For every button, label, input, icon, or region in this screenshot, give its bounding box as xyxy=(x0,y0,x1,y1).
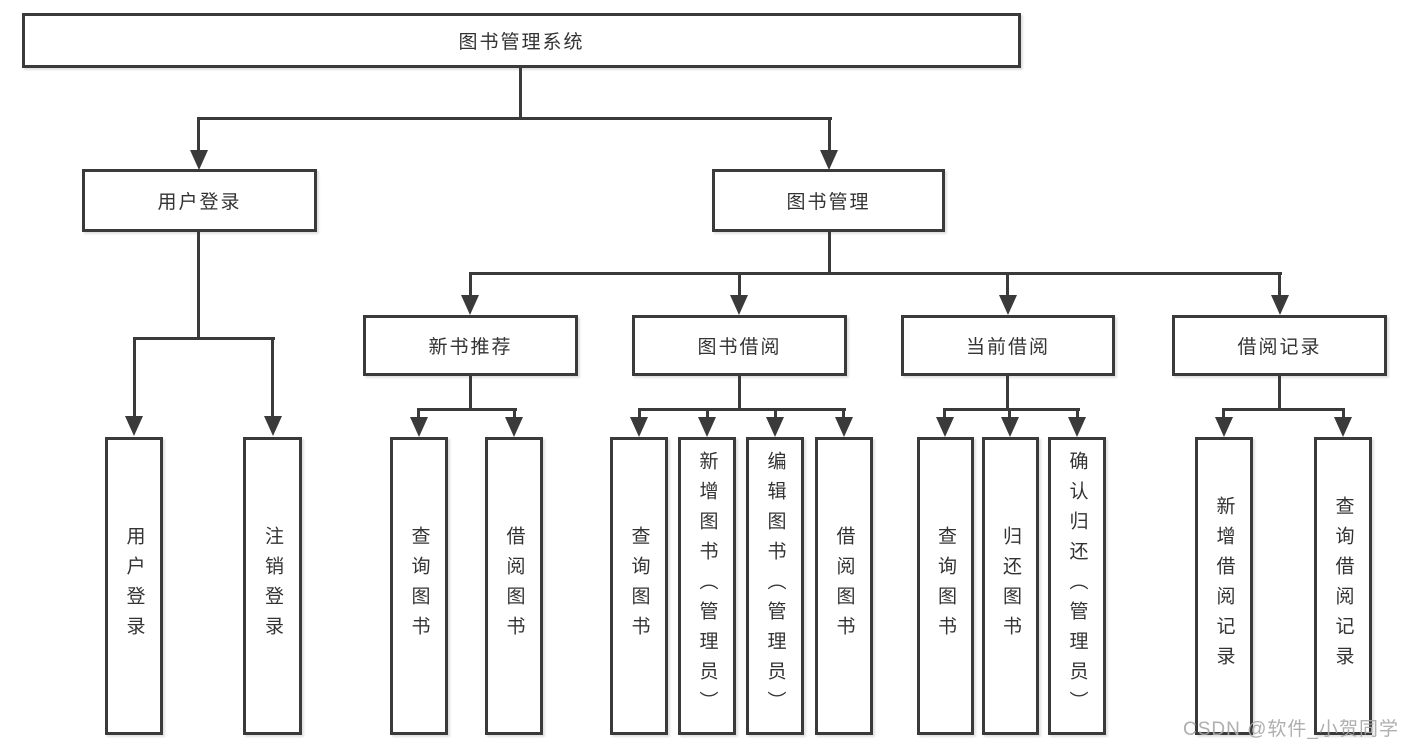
leaf-borrow-query-book: 查询图书 xyxy=(610,437,668,735)
arrowhead-icon xyxy=(505,417,523,437)
arrowhead-icon xyxy=(410,417,428,437)
arrowhead-icon xyxy=(1334,417,1352,437)
connector-record-shaft-2 xyxy=(1342,408,1345,420)
leaf-borrow-add-book-admin: 新增图书（管理员） xyxy=(678,437,736,735)
arrowhead-icon xyxy=(1215,417,1233,437)
arrowhead-icon xyxy=(730,295,748,315)
arrowhead-icon xyxy=(698,417,716,437)
arrowhead-icon xyxy=(936,417,954,437)
connector-borrow-shaft-1 xyxy=(638,408,641,420)
arrowhead-icon xyxy=(835,417,853,437)
connector-current-shaft-3 xyxy=(1076,408,1079,420)
connector-root-left-shaft xyxy=(197,117,200,153)
connector-root-split xyxy=(197,117,832,120)
connector-mgmt-split xyxy=(469,272,1282,275)
arrowhead-icon xyxy=(264,416,282,436)
leaf-borrow-borrow-book: 借阅图书 xyxy=(815,437,873,735)
leaf-current-return-book: 归还图书 xyxy=(982,437,1039,735)
connector-recommend-split xyxy=(417,408,517,411)
connector-borrow-split xyxy=(638,408,846,411)
csdn-watermark: CSDN @软件_小贺同学 xyxy=(1183,719,1399,740)
arrowhead-icon xyxy=(461,295,479,315)
connector-login-stem xyxy=(197,232,200,339)
leaf-borrow-edit-book-admin: 编辑图书（管理员） xyxy=(746,437,804,735)
connector-borrow-stem xyxy=(738,376,741,411)
connector-mgmt-shaft-3 xyxy=(1006,272,1009,298)
connector-root-stem xyxy=(519,68,522,119)
node-borrow-record: 借阅记录 xyxy=(1172,315,1387,376)
connector-recommend-shaft-2 xyxy=(513,408,516,420)
node-user-login: 用户登录 xyxy=(82,169,317,232)
arrowhead-icon xyxy=(190,150,208,170)
connector-current-shaft-1 xyxy=(943,408,946,420)
node-book-borrow: 图书借阅 xyxy=(632,315,847,376)
arrowhead-icon xyxy=(766,417,784,437)
arrowhead-icon xyxy=(1068,417,1086,437)
node-new-book-recommend: 新书推荐 xyxy=(363,315,578,376)
connector-recommend-stem xyxy=(469,376,472,411)
leaf-recommend-borrow-book: 借阅图书 xyxy=(485,437,543,735)
arrowhead-icon xyxy=(1271,295,1289,315)
connector-current-shaft-2 xyxy=(1008,408,1011,420)
connector-recommend-shaft-1 xyxy=(417,408,420,420)
node-root: 图书管理系统 xyxy=(22,13,1021,68)
connector-login-shaft-2 xyxy=(271,337,274,418)
arrowhead-icon xyxy=(820,150,838,170)
connector-login-split xyxy=(133,337,275,340)
connector-mgmt-stem xyxy=(828,232,831,275)
connector-borrow-shaft-4 xyxy=(842,408,845,420)
leaf-logout: 注销登录 xyxy=(243,437,302,735)
connector-mgmt-shaft-4 xyxy=(1278,272,1281,298)
arrowhead-icon xyxy=(630,417,648,437)
connector-current-split xyxy=(943,408,1080,411)
leaf-record-add-record: 新增借阅记录 xyxy=(1195,437,1253,735)
connector-borrow-shaft-3 xyxy=(774,408,777,420)
leaf-current-confirm-return-admin: 确认归还（管理员） xyxy=(1048,437,1106,735)
arrowhead-icon xyxy=(999,295,1017,315)
arrowhead-icon xyxy=(125,416,143,436)
connector-record-shaft-1 xyxy=(1222,408,1225,420)
connector-root-right-shaft xyxy=(828,117,831,153)
connector-borrow-shaft-2 xyxy=(706,408,709,420)
connector-record-split xyxy=(1222,408,1345,411)
node-current-borrow: 当前借阅 xyxy=(901,315,1115,376)
leaf-user-login: 用户登录 xyxy=(105,437,163,735)
leaf-recommend-query-book: 查询图书 xyxy=(390,437,448,735)
connector-record-stem xyxy=(1278,376,1281,411)
arrowhead-icon xyxy=(1001,417,1019,437)
leaf-current-query-book: 查询图书 xyxy=(917,437,974,735)
connector-login-shaft-1 xyxy=(133,337,136,418)
node-book-management: 图书管理 xyxy=(712,169,945,232)
connector-mgmt-shaft-2 xyxy=(738,272,741,298)
connector-current-stem xyxy=(1006,376,1009,411)
leaf-record-query-record: 查询借阅记录 xyxy=(1314,437,1372,735)
connector-mgmt-shaft-1 xyxy=(469,272,472,298)
